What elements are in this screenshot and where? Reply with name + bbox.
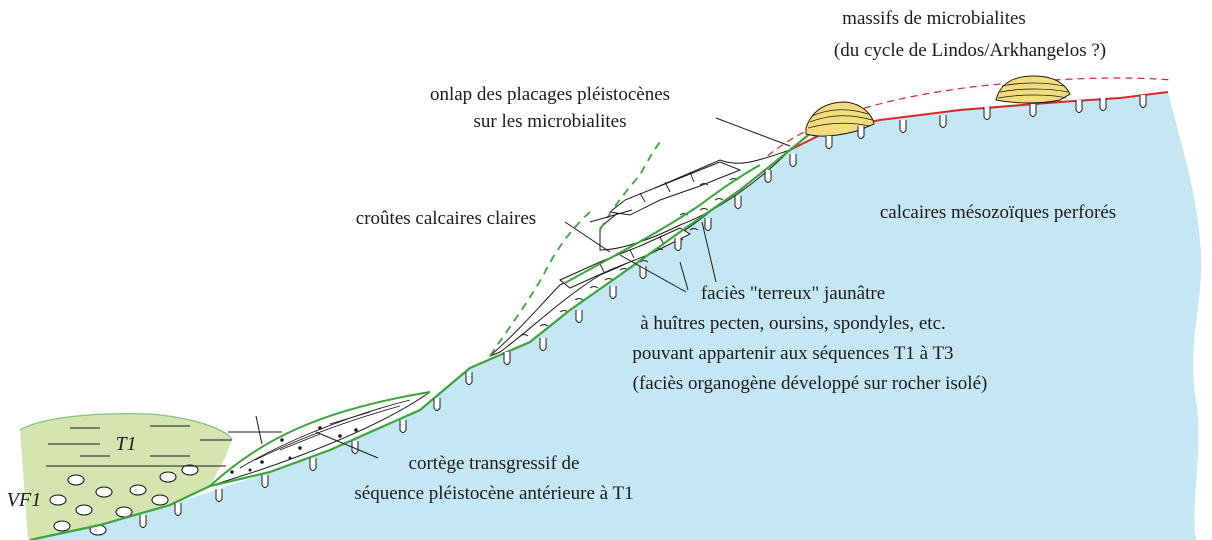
label-transgressive-line2: séquence pléistocène antérieure à T1 — [354, 483, 633, 504]
microbialite-right-laminae — [997, 82, 1069, 99]
label-transgressive-line1: cortège transgressif de — [409, 453, 580, 474]
label-vf1: VF1 — [7, 489, 41, 511]
vf1-top-line — [19, 413, 233, 441]
transgressive-dashed-upper — [599, 141, 661, 231]
transgressive-surface-mid — [564, 164, 761, 284]
transgressive-dashed-lower — [489, 211, 591, 357]
label-facies-line1: faciès "terreux" jaunâtre — [701, 283, 885, 304]
vf1-pebbles — [49, 464, 199, 536]
t1-bedding — [46, 425, 232, 467]
vf1-deposit — [20, 413, 232, 540]
crust-upper — [608, 161, 742, 216]
bore-marks — [139, 95, 1147, 528]
microbialite-massif-left — [805, 101, 875, 137]
label-onlap-line2: sur les microbialites — [473, 111, 626, 132]
label-crusts: croûtes calcaires claires — [356, 208, 536, 229]
label-microbialite-massifs-line1: massifs de microbialites — [842, 8, 1026, 29]
transgressive-surface — [29, 131, 813, 540]
leader-lines — [228, 117, 791, 459]
wedge-dots — [230, 426, 358, 474]
microbialite-massif-right — [995, 75, 1071, 104]
label-bedrock: calcaires mésozoïques perforés — [880, 202, 1116, 223]
label-facies-line2: à huîtres pecten, oursins, spondyles, et… — [640, 313, 946, 334]
label-onlap-line1: onlap des placages pléistocènes — [430, 84, 670, 105]
microbialite-left-laminae — [807, 109, 873, 129]
label-microbialite-massifs-line2: (du cycle de Lindos/Arkhangelos ?) — [834, 40, 1106, 61]
label-facies-line4: (faciès organogène développé sur rocher … — [633, 373, 988, 394]
bedrock-limestone — [30, 92, 1202, 540]
projected-surface-dashed — [749, 77, 1173, 173]
wedge-laminae — [239, 399, 411, 469]
label-facies-line3: pouvant appartenir aux séquences T1 à T3 — [632, 343, 953, 364]
transgressive-surface-upper — [209, 391, 431, 487]
label-t1: T1 — [115, 433, 136, 455]
